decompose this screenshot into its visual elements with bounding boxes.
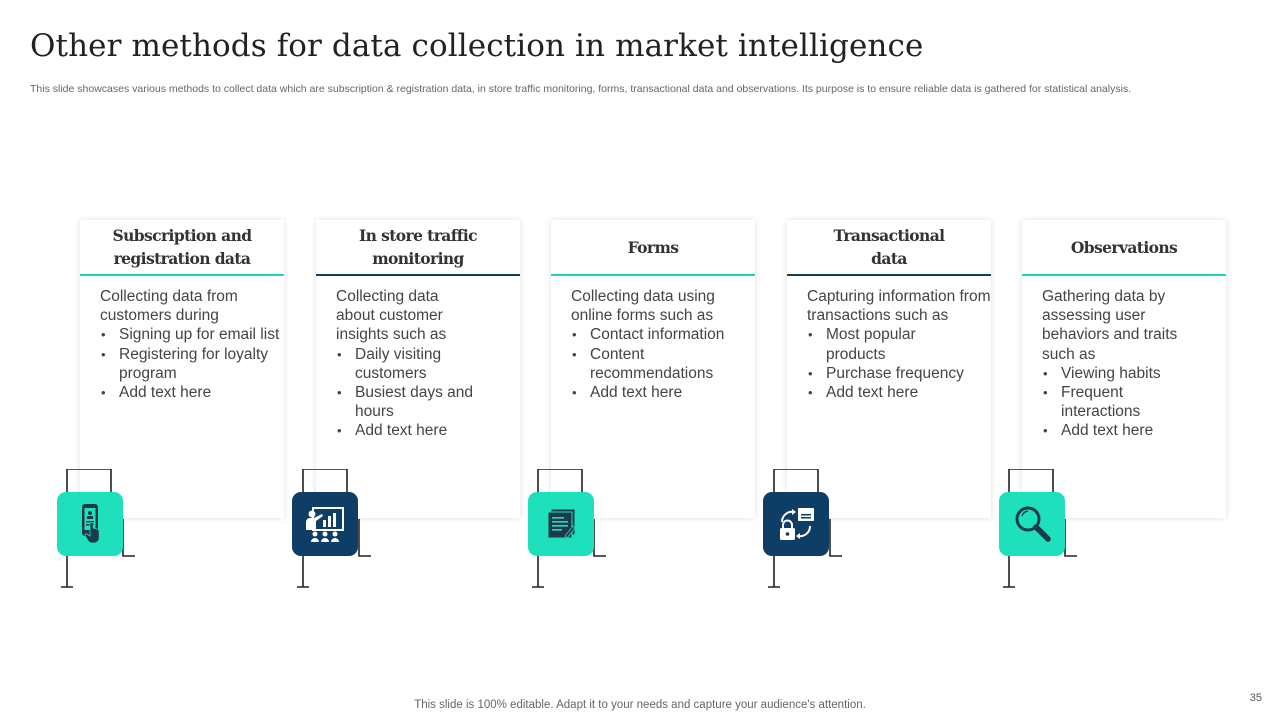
bracket-connector <box>61 469 135 588</box>
card-heading: Observations <box>1022 220 1226 276</box>
method-card-forms: Forms Collecting data using online forms… <box>551 220 755 518</box>
list-item: Add text here <box>1042 421 1226 440</box>
card-body: Gathering data by assessing user behavio… <box>1042 287 1226 441</box>
method-card-in-store: In store traffic monitoring Collecting d… <box>316 220 520 518</box>
list-item: Purchase frequency <box>807 364 991 383</box>
method-card-observations: Observations Gathering data by assessing… <box>1022 220 1226 518</box>
card-body: Collecting data from customers during Si… <box>100 287 284 402</box>
bracket-connector <box>532 469 606 588</box>
card-body: Collecting data using online forms such … <box>571 287 755 402</box>
list-item: Frequent interactions <box>1042 383 1171 421</box>
bracket-connector <box>1003 469 1077 588</box>
card-heading: Subscription and registration data <box>80 220 284 276</box>
card-bullet-list: Most popular products Purchase frequency… <box>807 325 991 402</box>
slide-subtitle: This slide showcases various methods to … <box>30 83 1132 95</box>
list-item: Add text here <box>571 383 755 402</box>
list-item: Add text here <box>807 383 991 402</box>
card-body: Collecting data about customer insights … <box>336 287 520 441</box>
data-transfer-icon <box>780 508 814 540</box>
card-bullet-list: Contact information Content recommendati… <box>571 325 755 402</box>
bracket-connector <box>768 469 842 588</box>
slide-footer: This slide is 100% editable. Adapt it to… <box>414 699 866 711</box>
list-item: Daily visiting customers <box>336 345 495 383</box>
icon-tile-observations <box>999 492 1065 556</box>
icon-tile-forms <box>528 492 594 556</box>
list-item: Busiest days and hours <box>336 383 475 421</box>
card-bullet-list: Daily visiting customers Busiest days an… <box>336 345 520 441</box>
card-intro: Collecting data about customer insights … <box>336 288 447 344</box>
icon-tile-subscription <box>57 492 123 556</box>
card-body: Capturing information from transactions … <box>807 287 991 402</box>
bracket-connector <box>297 469 371 588</box>
list-item: Contact information <box>571 325 755 344</box>
icon-tile-transactional <box>763 492 829 556</box>
card-intro: Gathering data by assessing user behavio… <box>1042 288 1178 363</box>
list-item: Most popular products <box>807 325 946 363</box>
slide-title: Other methods for data collection in mar… <box>30 28 924 64</box>
card-heading: In store traffic monitoring <box>316 220 520 276</box>
list-item: Viewing habits <box>1042 364 1226 383</box>
list-item: Add text here <box>100 383 284 402</box>
method-card-transactional: Transactional data Capturing information… <box>787 220 991 518</box>
card-heading: Forms <box>551 220 755 276</box>
presentation-audience-icon <box>306 507 344 542</box>
list-item: Signing up for email list <box>100 325 284 344</box>
list-item: Registering for loyalty program <box>100 345 284 383</box>
card-intro: Collecting data from customers during <box>100 288 238 325</box>
magnifier-icon <box>1015 506 1051 542</box>
icon-tile-in-store <box>292 492 358 556</box>
card-bullet-list: Viewing habits Frequent interactions Add… <box>1042 364 1226 441</box>
mobile-touch-icon <box>82 504 100 544</box>
card-intro: Collecting data using online forms such … <box>571 288 715 325</box>
method-card-subscription: Subscription and registration data Colle… <box>80 220 284 518</box>
list-item: Content recommendations <box>571 345 755 383</box>
forms-stack-icon <box>547 508 576 539</box>
list-item: Add text here <box>336 421 520 440</box>
page-number: 35 <box>1249 692 1262 704</box>
card-bullet-list: Signing up for email list Registering fo… <box>100 325 284 402</box>
card-heading: Transactional data <box>787 220 991 276</box>
card-intro: Capturing information from transactions … <box>807 288 991 325</box>
